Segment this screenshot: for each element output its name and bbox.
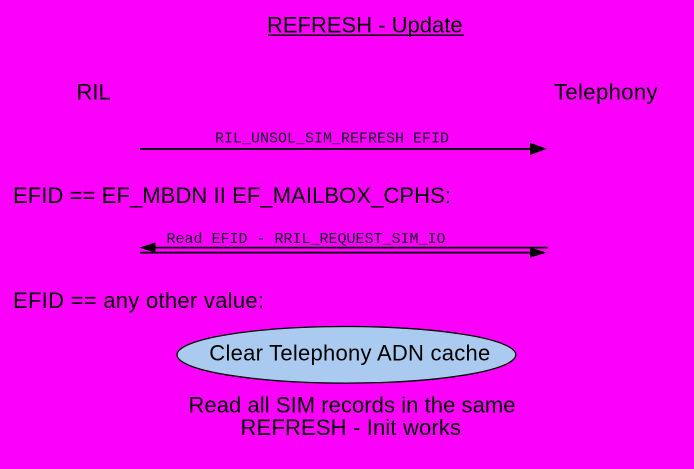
- svg-text:REFRESH - Update: REFRESH - Update: [267, 12, 463, 37]
- svg-text:Read EFID - RRIL_REQUEST_SIM_I: Read EFID - RRIL_REQUEST_SIM_IO: [167, 231, 446, 248]
- svg-text:RIL_UNSOL_SIM_REFRESH EFID: RIL_UNSOL_SIM_REFRESH EFID: [215, 130, 449, 147]
- svg-text:REFRESH - Init works: REFRESH - Init works: [241, 415, 462, 440]
- svg-text:RIL: RIL: [77, 80, 111, 105]
- svg-text:Clear Telephony ADN cache: Clear Telephony ADN cache: [209, 340, 490, 365]
- svg-text:EFID == any other value:: EFID == any other value:: [13, 288, 264, 313]
- svg-text:Telephony: Telephony: [554, 79, 658, 104]
- svg-text:EFID == EF_MBDN II EF_MAILBOX_: EFID == EF_MBDN II EF_MAILBOX_CPHS:: [13, 183, 451, 208]
- svg-text:Read all SIM records in the sa: Read all SIM records in the same: [189, 392, 516, 417]
